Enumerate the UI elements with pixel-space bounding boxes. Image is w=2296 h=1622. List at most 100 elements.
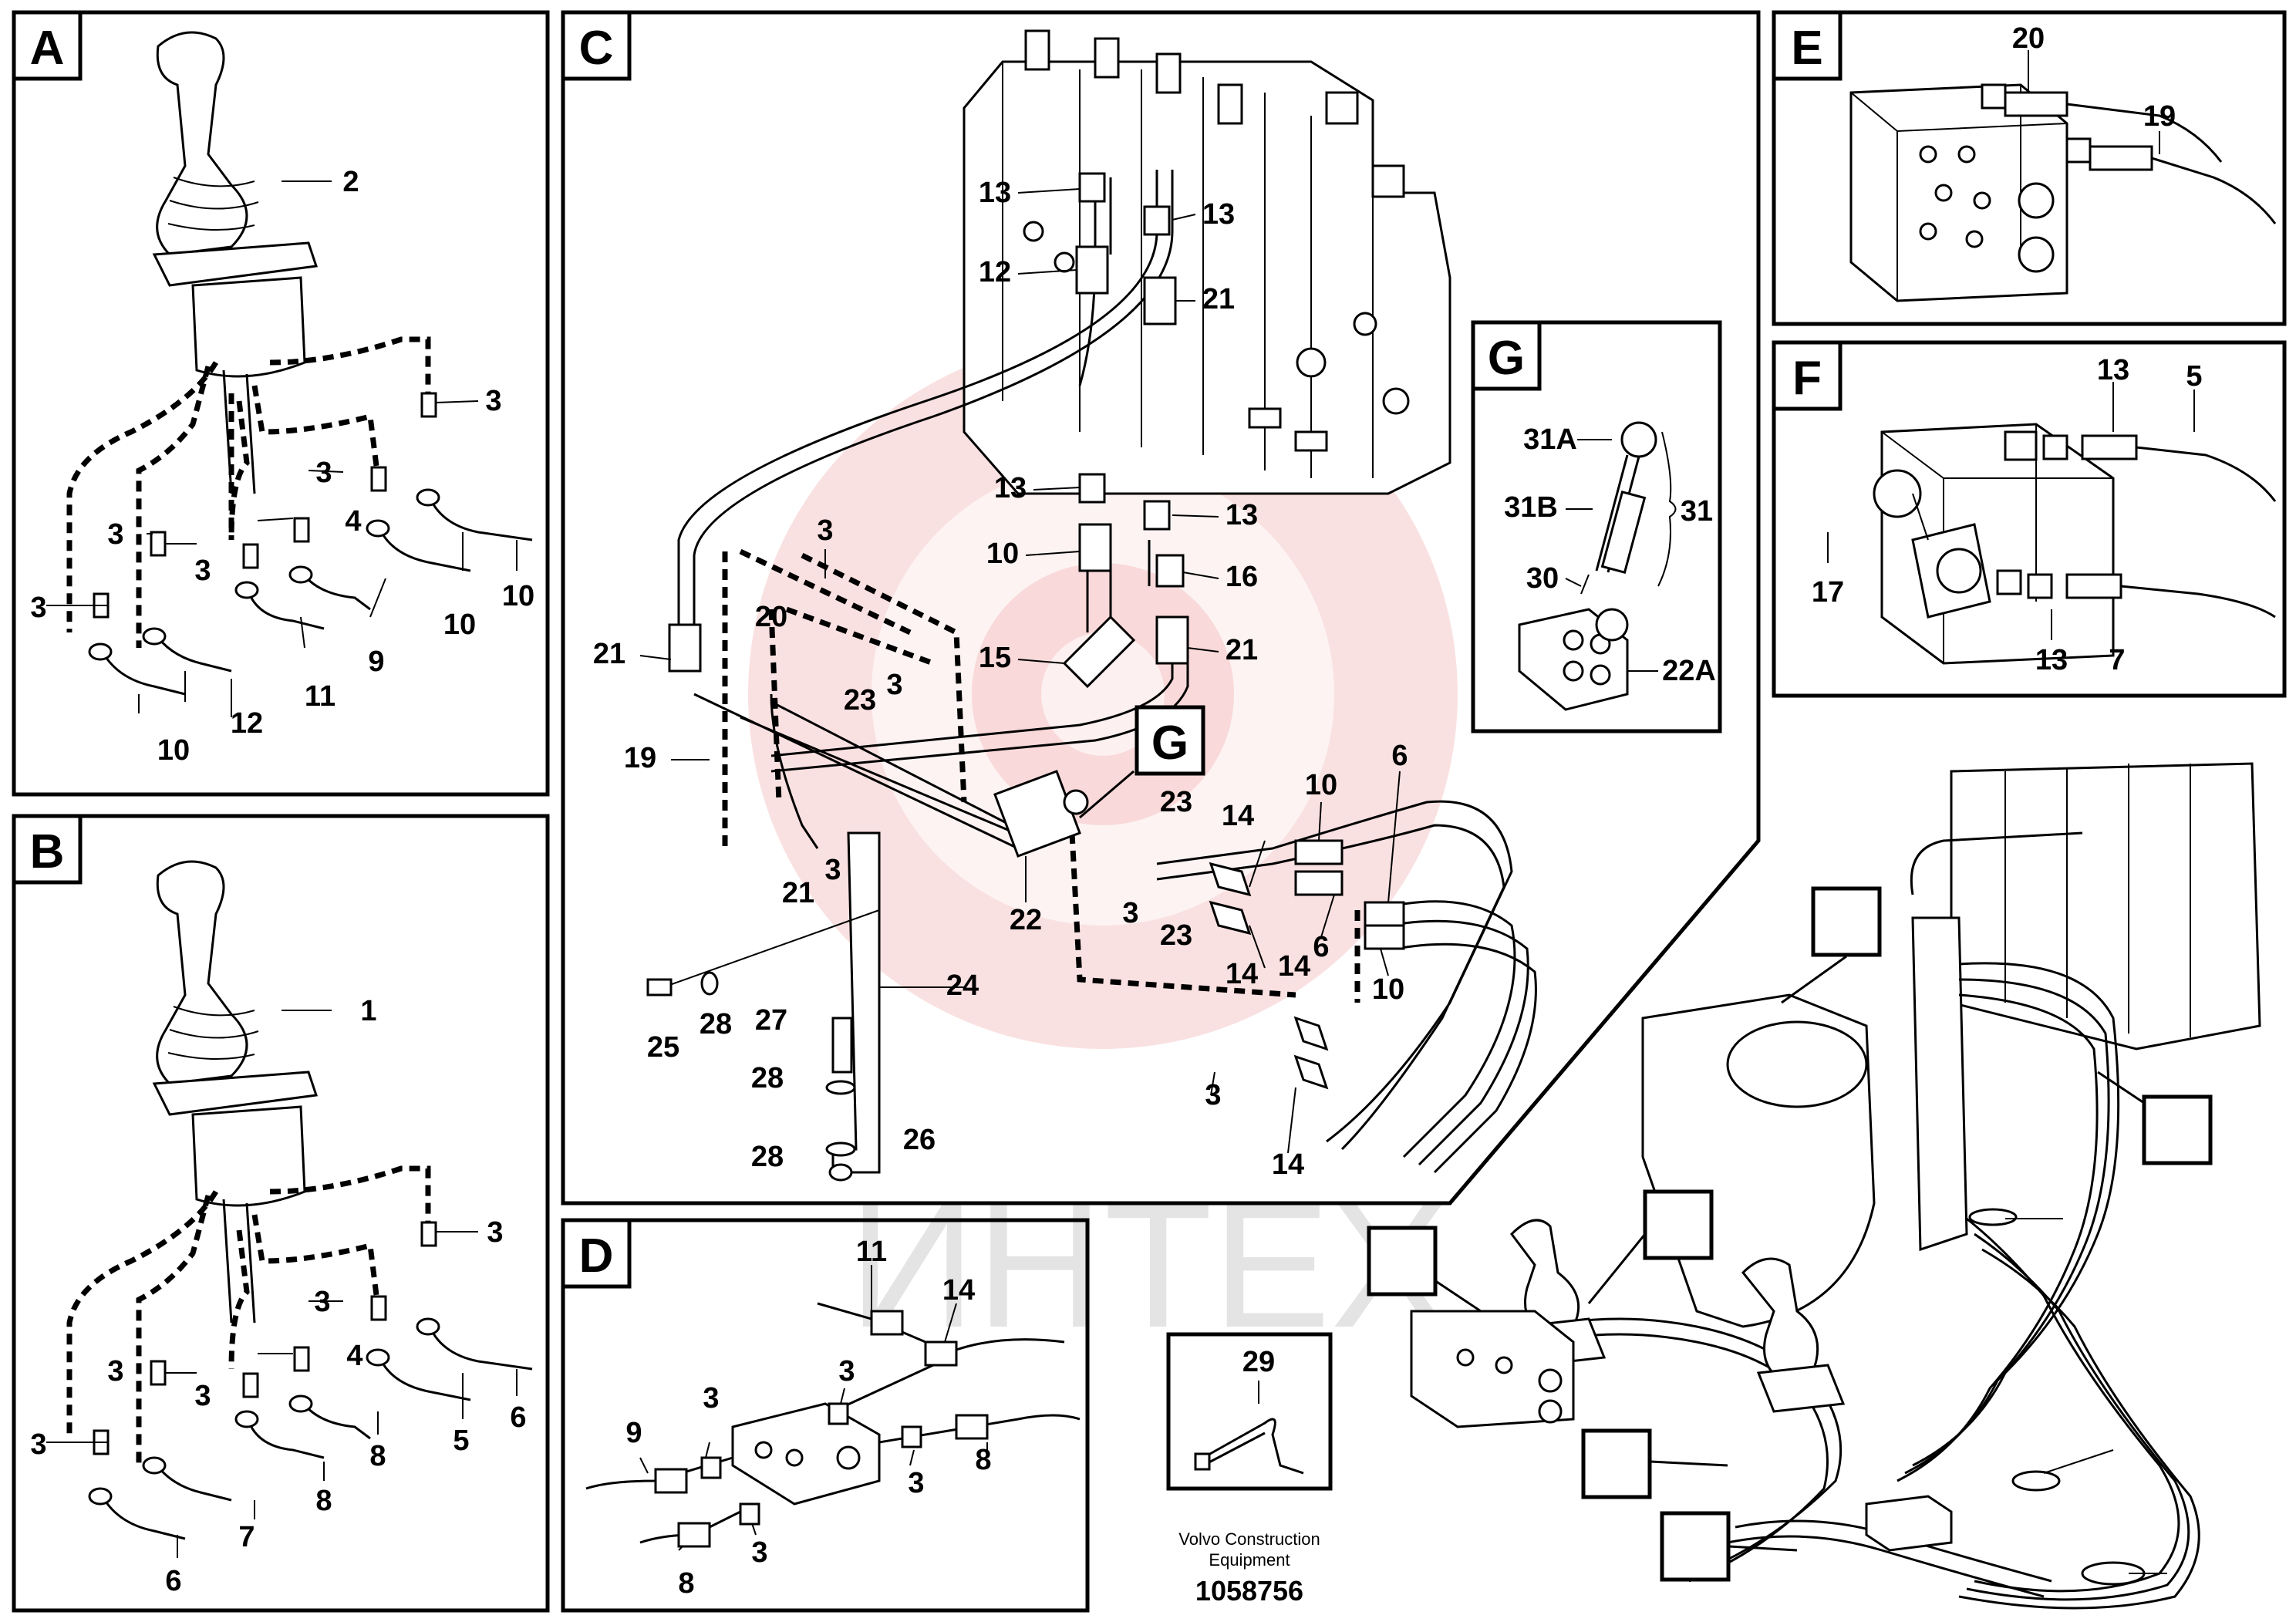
callout-13: 13: [1226, 499, 1258, 531]
callout-3: 3: [1205, 1079, 1221, 1111]
callout-4: 4: [345, 505, 361, 538]
fittings-b: [88, 1221, 533, 1540]
footer-number: 1058756: [1195, 1575, 1303, 1607]
callout-5: 5: [2186, 360, 2202, 393]
callout-12: 12: [231, 707, 263, 740]
callout-3: 3: [908, 1467, 924, 1499]
panel-a: A: [12, 10, 550, 797]
callout-10: 10: [1372, 973, 1404, 1006]
callout-22: 22: [1010, 904, 1042, 936]
callout-2: 2: [342, 166, 359, 198]
callout-3: 3: [1122, 897, 1138, 929]
callout-13: 13: [1202, 198, 1235, 231]
callout-3: 3: [824, 854, 841, 886]
callout-3: 3: [30, 592, 46, 624]
callout-19: 19: [624, 742, 656, 774]
panel-part-29: 29: [1166, 1332, 1333, 1491]
callout-3: 3: [817, 514, 833, 547]
callout-3: 3: [107, 1355, 123, 1388]
panel-f: F 13 5 17 13 7: [1772, 340, 2287, 698]
control-valve: [963, 29, 1451, 495]
callout-3: 3: [194, 555, 211, 587]
callout-23: 23: [844, 684, 876, 717]
watermark-text: ИНТЕХ: [848, 1166, 1449, 1364]
panel-g: G 31A 31B 31 30 22A: [1471, 320, 1722, 733]
callout-30: 30: [1526, 562, 1559, 595]
fittings-a: [88, 392, 533, 696]
callout-26: 26: [903, 1124, 936, 1156]
callout-10: 10: [157, 734, 190, 767]
callout-25: 25: [647, 1031, 679, 1064]
callout-g: G: [1151, 717, 1188, 770]
callout-28: 28: [751, 1062, 784, 1094]
callout-8: 8: [315, 1485, 332, 1517]
callout-23: 23: [1160, 786, 1192, 818]
callout-3: 3: [194, 1380, 211, 1412]
overview: [1367, 762, 2261, 1610]
footer-sub: Equipment: [1209, 1550, 1290, 1570]
callout-21: 21: [593, 638, 625, 670]
callout-31b: 31B: [1504, 491, 1558, 524]
callout-29: 29: [1242, 1346, 1275, 1378]
joystick-left: [152, 31, 318, 494]
callout-8: 8: [975, 1444, 991, 1476]
callout-28: 28: [751, 1141, 784, 1173]
callout-13: 13: [2097, 354, 2129, 386]
callout-11: 11: [305, 680, 335, 713]
callout-20: 20: [2012, 22, 2045, 55]
callout-6: 6: [165, 1565, 181, 1597]
callout-4: 4: [346, 1340, 362, 1372]
callout-10: 10: [502, 580, 534, 612]
callout-19: 19: [2143, 100, 2176, 133]
callout-28: 28: [700, 1008, 732, 1040]
callout-6: 6: [510, 1401, 526, 1434]
callout-5: 5: [453, 1425, 469, 1457]
panel-d: D 11 14 3 3 9 3 8 3 8 3: [561, 1218, 1090, 1613]
callout-9: 9: [625, 1417, 642, 1449]
callout-9: 9: [368, 646, 384, 678]
callout-21: 21: [782, 877, 814, 909]
footer: Volvo Construction Equipment 1058756: [1178, 1529, 1320, 1607]
callout-20: 20: [755, 601, 787, 633]
panel-a-tag: A: [30, 22, 65, 75]
callout-11: 11: [856, 1236, 887, 1268]
callout-13: 13: [2035, 644, 2068, 676]
callout-17: 17: [1812, 576, 1844, 609]
callout-31a: 31A: [1523, 423, 1577, 456]
callout-3: 3: [315, 457, 332, 489]
panel-c-tag: C: [579, 22, 614, 75]
callout-10: 10: [1305, 769, 1337, 801]
callout-1: 1: [360, 995, 376, 1027]
panel-b: B: [12, 814, 550, 1613]
callout-23: 23: [1160, 919, 1192, 952]
panel-e: E 20 19: [1772, 10, 2287, 326]
callout-14: 14: [1222, 800, 1254, 832]
callout-6: 6: [1391, 740, 1408, 772]
callout-3: 3: [314, 1286, 330, 1318]
callout-27: 27: [755, 1004, 787, 1037]
callout-14: 14: [942, 1274, 975, 1307]
callout-10: 10: [986, 538, 1019, 570]
callout-7: 7: [2109, 644, 2125, 676]
callout-10: 10: [443, 609, 476, 641]
panel-e-tag: E: [1791, 22, 1822, 75]
callout-21: 21: [1226, 634, 1258, 666]
callout-21: 21: [1202, 283, 1235, 315]
valve-block-22: [993, 770, 1089, 858]
callout-15: 15: [979, 642, 1011, 674]
panel-g-tag: G: [1488, 332, 1525, 385]
callout-3: 3: [886, 669, 902, 701]
callout-3: 3: [107, 518, 123, 551]
callout-3: 3: [703, 1382, 719, 1415]
callout-3: 3: [751, 1536, 767, 1569]
callout-7: 7: [238, 1521, 255, 1553]
callout-3: 3: [485, 385, 501, 417]
callout-14: 14: [1272, 1148, 1304, 1181]
callout-8: 8: [369, 1440, 386, 1472]
callout-14: 14: [1226, 958, 1258, 990]
callout-6: 6: [1313, 931, 1329, 963]
callout-31: 31: [1681, 495, 1713, 528]
footer-brand: Volvo Construction: [1178, 1529, 1320, 1549]
callout-22a: 22A: [1662, 655, 1716, 687]
callout-8: 8: [678, 1567, 694, 1600]
